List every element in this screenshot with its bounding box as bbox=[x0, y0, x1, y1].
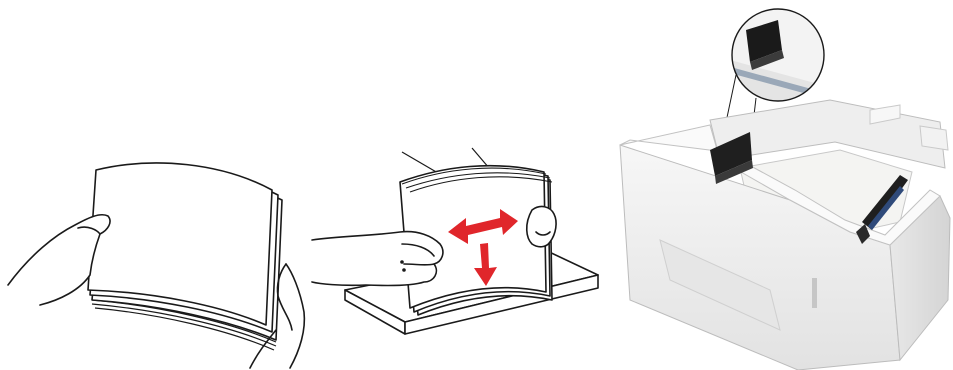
fan-paper-panel bbox=[0, 0, 310, 370]
paper-tray-panel bbox=[600, 0, 953, 370]
tray-slot bbox=[812, 278, 817, 308]
fan-paper-illustration bbox=[0, 0, 310, 370]
paper-tray-illustration bbox=[600, 0, 953, 370]
left-hand bbox=[312, 232, 443, 286]
align-paper-panel bbox=[300, 0, 600, 370]
right-hand bbox=[527, 207, 556, 247]
align-paper-illustration bbox=[300, 0, 600, 370]
paper-stack bbox=[88, 163, 282, 340]
